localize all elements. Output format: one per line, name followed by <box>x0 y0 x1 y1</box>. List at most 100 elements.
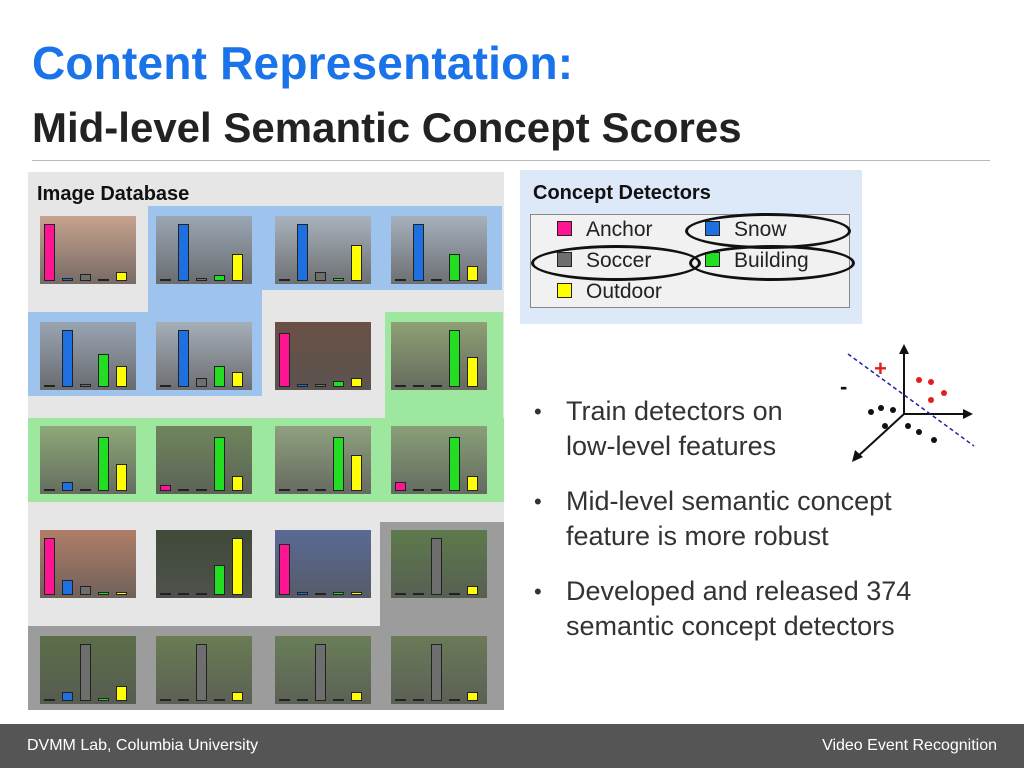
score-bar-outdoor <box>351 692 362 701</box>
concept-score-thumbnail <box>40 322 136 390</box>
score-bar-soccer <box>196 644 207 701</box>
concept-score-thumbnail <box>391 322 487 390</box>
score-bar-soccer <box>80 274 91 281</box>
score-bar-building <box>449 330 460 387</box>
score-bar-building <box>449 593 460 595</box>
anchor-swatch <box>557 220 572 236</box>
image-database-panel: Image Database <box>28 172 504 710</box>
score-bar-soccer <box>80 384 91 387</box>
score-bar-outdoor <box>116 366 127 387</box>
score-bar-anchor <box>395 385 406 387</box>
concept-score-thumbnail <box>156 216 252 284</box>
score-bar-building <box>449 254 460 281</box>
footer-lab: DVMM Lab, Columbia University <box>27 737 259 754</box>
score-bar-building <box>214 366 225 387</box>
score-bar-snow <box>413 224 424 281</box>
concept-score-thumbnail <box>40 530 136 598</box>
score-bar-outdoor <box>116 686 127 701</box>
score-bar-anchor <box>44 224 55 281</box>
score-bar-building <box>333 699 344 701</box>
score-bar-snow <box>178 224 189 281</box>
score-bar-outdoor <box>232 476 243 491</box>
score-bar-soccer <box>196 378 207 387</box>
concept-score-thumbnail <box>275 426 371 494</box>
score-bar-anchor <box>44 699 55 701</box>
score-bar-anchor <box>279 279 290 281</box>
concept-legend: Anchor Snow Soccer Building Outdoor <box>530 213 855 308</box>
outdoor-swatch <box>557 282 572 298</box>
score-bar-outdoor <box>467 357 478 387</box>
score-bar-anchor <box>395 482 406 491</box>
score-bar-outdoor <box>351 378 362 387</box>
positive-point <box>928 379 934 385</box>
score-bar-building <box>98 437 109 491</box>
score-bar-outdoor <box>351 455 362 491</box>
score-bar-building <box>333 437 344 491</box>
score-bar-soccer <box>196 593 207 595</box>
score-bar-soccer <box>431 489 442 491</box>
score-bar-soccer <box>80 644 91 701</box>
score-bar-snow <box>178 593 189 595</box>
concept-score-thumbnail <box>156 530 252 598</box>
score-bar-soccer <box>80 489 91 491</box>
score-bar-snow <box>413 489 424 491</box>
concept-score-thumbnail <box>40 216 136 284</box>
score-bar-outdoor <box>116 272 127 281</box>
score-bar-soccer <box>315 489 326 491</box>
score-bar-outdoor <box>232 538 243 595</box>
score-bar-anchor <box>279 699 290 701</box>
score-bar-soccer <box>315 644 326 701</box>
score-bar-soccer <box>80 586 91 595</box>
score-bar-anchor <box>160 699 171 701</box>
score-bar-outdoor <box>351 592 362 595</box>
score-bar-anchor <box>160 593 171 595</box>
positive-point <box>916 377 922 383</box>
score-bar-snow <box>297 384 308 387</box>
score-bar-anchor <box>44 385 55 387</box>
score-bar-anchor <box>160 485 171 491</box>
score-bar-snow <box>178 699 189 701</box>
score-bar-snow <box>62 580 73 595</box>
building-circle <box>689 245 855 281</box>
y-axis-arrow <box>899 344 909 354</box>
legend-item-anchor: Anchor <box>557 218 653 242</box>
score-bar-anchor <box>279 489 290 491</box>
concept-score-thumbnail <box>40 426 136 494</box>
score-bar-outdoor <box>467 266 478 281</box>
score-bar-building <box>98 279 109 281</box>
score-bar-anchor <box>279 333 290 387</box>
score-bar-soccer <box>431 644 442 701</box>
score-bar-building <box>98 592 109 595</box>
score-bar-soccer <box>431 385 442 387</box>
minus-label: - <box>840 374 847 399</box>
legend-item-outdoor: Outdoor <box>557 280 662 304</box>
score-bar-snow <box>413 385 424 387</box>
snow-circle <box>685 213 851 249</box>
slide-title: Content Representation: <box>32 37 574 89</box>
score-bar-snow <box>62 330 73 387</box>
concept-detectors-title: Concept Detectors <box>533 182 711 204</box>
score-bar-building <box>98 354 109 387</box>
score-bar-anchor <box>44 489 55 491</box>
score-bar-outdoor <box>467 586 478 595</box>
score-bar-outdoor <box>232 254 243 281</box>
score-bar-building <box>333 592 344 595</box>
score-bar-outdoor <box>116 464 127 491</box>
footer-bar: DVMM Lab, Columbia University Video Even… <box>0 724 1024 768</box>
score-bar-snow <box>62 278 73 281</box>
score-bar-anchor <box>395 593 406 595</box>
score-bar-anchor <box>395 699 406 701</box>
score-bar-soccer <box>431 538 442 595</box>
score-bar-outdoor <box>467 692 478 701</box>
score-bar-building <box>449 699 460 701</box>
score-bar-snow <box>297 489 308 491</box>
concept-score-thumbnail <box>391 426 487 494</box>
score-bar-building <box>449 437 460 491</box>
score-bar-building <box>214 437 225 491</box>
soccer-circle <box>531 245 701 281</box>
score-bar-snow <box>297 592 308 595</box>
